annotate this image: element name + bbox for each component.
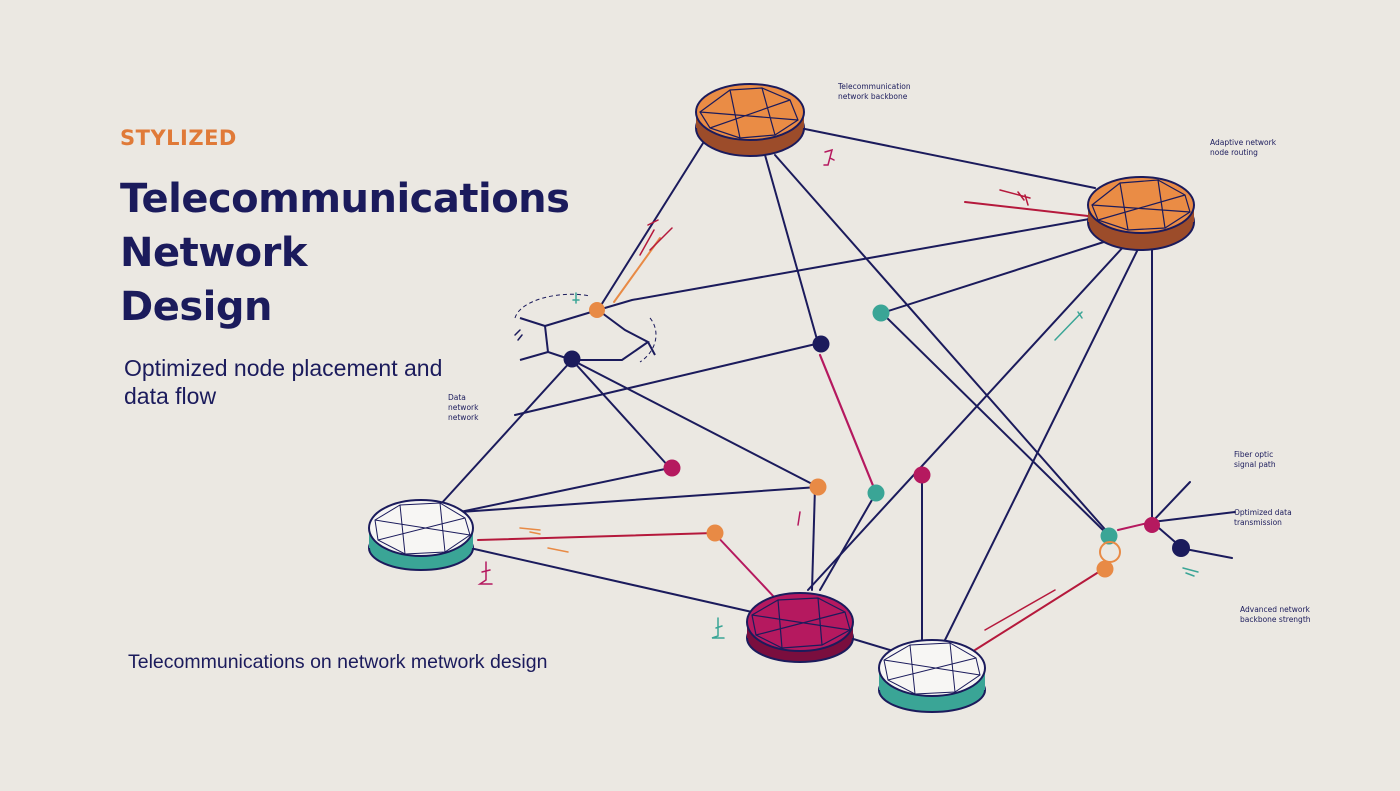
anchor-icon — [477, 561, 493, 585]
hub-magenta — [746, 592, 854, 663]
network-links — [439, 127, 1236, 651]
anchor-icon — [823, 148, 835, 166]
node-teal — [867, 484, 885, 502]
link-hub-right-to-junction — [597, 217, 1096, 311]
node-magenta — [1144, 517, 1160, 533]
flow-hub-right-in — [964, 201, 1089, 217]
network-nodes — [563, 302, 1190, 578]
bottom-caption: Telecommunications on network metwork de… — [128, 651, 548, 673]
flow-white-br-arrow — [984, 589, 1056, 631]
link-junction-to-node-magenta-l — [571, 359, 671, 469]
hexagon-junction — [514, 293, 657, 363]
hub-top — [695, 83, 805, 157]
link-hub-right-to-hub-magenta — [807, 244, 1126, 591]
node-teal — [1100, 527, 1118, 545]
hub-white-bottom-right — [878, 639, 986, 713]
link-node-mid-to-line — [514, 342, 821, 416]
node-orange — [589, 302, 605, 318]
arrow-icon — [999, 189, 1031, 206]
annotation-label-right-3: Advanced network backbone strength — [1240, 605, 1311, 624]
data-flow-lines — [477, 201, 1153, 651]
arrow-icon — [514, 329, 523, 341]
link-hub-left-to-node-orange-mid — [459, 486, 819, 513]
flow-hub-left-to-orange — [477, 532, 715, 541]
page-title-line-1: Telecommunications — [120, 176, 570, 222]
link-hub-left-to-node-magenta-l — [459, 467, 671, 513]
node-navy — [812, 335, 830, 353]
node-magenta — [913, 466, 931, 484]
anchor-icon — [711, 617, 725, 639]
node-teal — [872, 304, 890, 322]
hub-right — [1087, 176, 1195, 251]
node-orange — [1096, 560, 1114, 578]
link-junction-to-node-orange-mid — [571, 359, 819, 488]
arrow-icon — [639, 219, 673, 256]
subtitle: Optimized node placement and data flow — [124, 355, 443, 409]
link-hub-right-to-hub-white-br — [944, 244, 1141, 641]
link-hub-top-to-node-bottom — [774, 154, 1111, 536]
node-navy — [1172, 539, 1190, 557]
link-hub-top-to-junction — [597, 139, 706, 311]
flow-orange-to-hub-magenta — [713, 532, 776, 599]
link-hub-left-to-hub-magenta — [469, 547, 753, 613]
page-title-line-2: Network — [120, 230, 308, 276]
link-hub-top-to-node-mid — [764, 154, 819, 344]
link-hub-magenta-to-hub-white-br — [849, 637, 891, 651]
link-hub-right-to-node-teal — [881, 239, 1111, 314]
node-orange-ring — [1099, 541, 1121, 563]
annotation-label-right-1: Fiber optic signal path — [1234, 450, 1276, 469]
link-junction-to-hub-left — [439, 359, 573, 506]
annotation-label-top: Telecommunication network backbone — [838, 82, 911, 101]
link-node-teal-mid-to-hub-magenta — [819, 492, 877, 591]
link-hub-top-to-hub-right — [799, 127, 1096, 189]
page-title-line-3: Design — [120, 284, 272, 330]
eyebrow-label: STYLIZED — [120, 126, 237, 150]
link-orange-mid-to-hub-magenta — [811, 486, 816, 591]
node-orange — [706, 524, 724, 542]
arrow-icon — [1182, 567, 1199, 577]
arrow-icon — [572, 292, 580, 304]
link-node-teal-to-node-bottom — [881, 312, 1109, 536]
annotation-label-left: Data network network — [448, 393, 479, 422]
flow-node-mid-to-teal — [818, 353, 878, 495]
node-magenta — [663, 459, 681, 477]
arrow-icon — [797, 511, 801, 526]
title-block: STYLIZED Telecommunications Network Desi… — [120, 126, 680, 410]
flow-white-br-to-orange-r — [974, 567, 1106, 651]
arrow-icon — [519, 527, 569, 553]
hub-left — [368, 499, 474, 571]
arrow-icon — [1054, 311, 1083, 341]
node-navy — [563, 350, 581, 368]
arrow-marks — [477, 148, 1199, 639]
annotation-label-top-right: Adaptive network node routing — [1210, 138, 1277, 157]
link-node-bottom-to-right — [1151, 481, 1236, 559]
annotation-label-right-2: Optimized data transmission — [1234, 508, 1292, 527]
node-orange — [809, 478, 827, 496]
